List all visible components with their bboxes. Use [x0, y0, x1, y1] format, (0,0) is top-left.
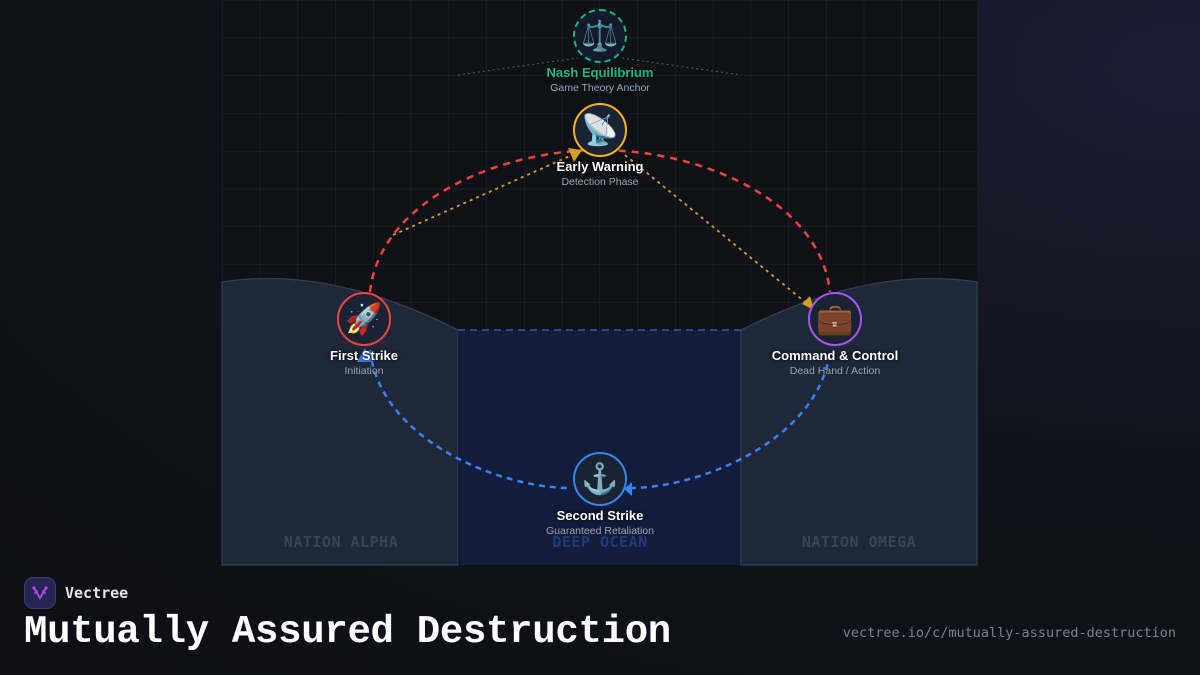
arrowhead-icon	[357, 348, 373, 362]
node-subtitle: Guaranteed Retaliation	[546, 525, 654, 537]
region-label-omega: NATION OMEGA	[801, 533, 917, 551]
vectree-logo-icon	[24, 577, 56, 609]
node-subtitle: Initiation	[344, 365, 384, 377]
brand: Vectree	[24, 577, 128, 609]
node-subtitle: Detection Phase	[561, 176, 639, 188]
satellite-dish-icon: 📡	[573, 103, 627, 157]
node-subtitle: Dead Hand / Action	[789, 365, 881, 377]
scales-icon: ⚖️	[573, 9, 627, 63]
node-command-control[interactable]: 💼 Command & Control Dead Hand / Action	[735, 292, 935, 377]
ocean	[458, 330, 741, 565]
page-title: Mutually Assured Destruction	[24, 610, 671, 654]
brand-name: Vectree	[65, 584, 129, 602]
retaliation-arc	[368, 349, 832, 490]
node-title: Nash Equilibrium	[546, 65, 654, 80]
nash-link	[457, 57, 742, 76]
region-label-alpha: NATION ALPHA	[283, 533, 399, 551]
arrowhead-icon	[624, 482, 632, 496]
land-nation-omega	[740, 277, 978, 566]
node-title: First Strike	[330, 348, 398, 363]
node-first-strike[interactable]: 🚀 First Strike Initiation	[264, 292, 464, 377]
node-nash-equilibrium[interactable]: ⚖️ Nash Equilibrium Game Theory Anchor	[500, 9, 700, 94]
land-nation-alpha	[221, 277, 459, 566]
node-subtitle: Game Theory Anchor	[550, 82, 650, 94]
arrowhead-icon	[568, 148, 582, 162]
node-title: Early Warning	[556, 159, 644, 174]
node-second-strike[interactable]: ⚓ Second Strike Guaranteed Retaliation	[500, 452, 700, 537]
detection-link	[392, 154, 811, 307]
page-url[interactable]: vectree.io/c/mutually-assured-destructio…	[842, 625, 1176, 641]
node-title: Command & Control	[771, 348, 899, 363]
briefcase-icon: 💼	[808, 292, 862, 346]
region-label-ocean: DEEP OCEAN	[552, 533, 648, 551]
rocket-icon: 🚀	[337, 292, 391, 346]
node-title: Second Strike	[556, 508, 644, 523]
node-early-warning[interactable]: 📡 Early Warning Detection Phase	[500, 103, 700, 188]
anchor-icon: ⚓	[573, 452, 627, 506]
